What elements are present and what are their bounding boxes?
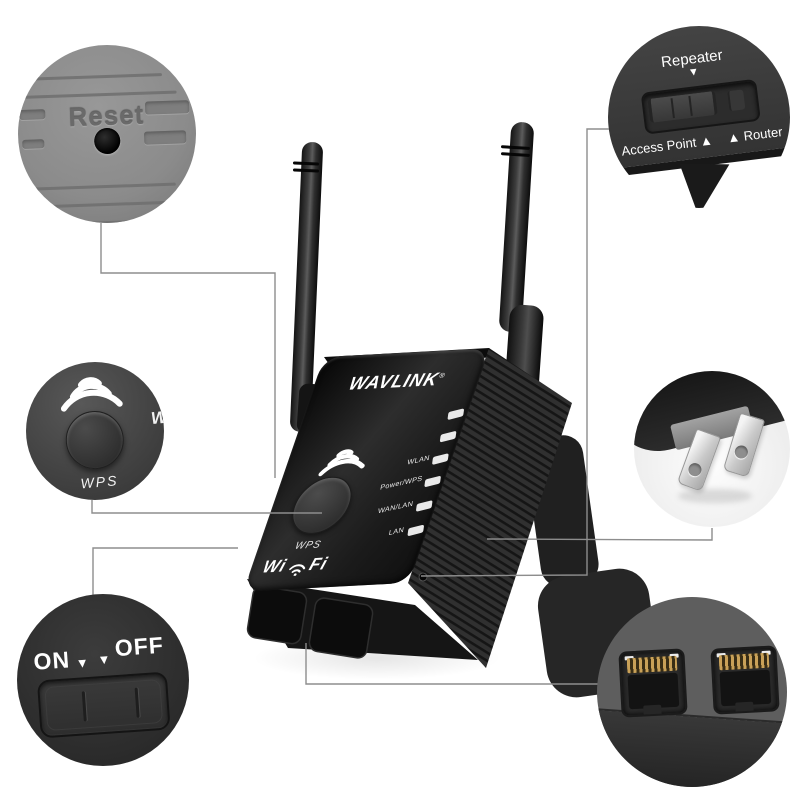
led-row-wlan: WLAN — [406, 453, 449, 467]
port-notch — [735, 701, 754, 712]
antenna-base-silhouette — [678, 163, 730, 208]
panel-groove — [31, 73, 163, 81]
wifi-signal-icon — [318, 449, 365, 477]
led-bar — [439, 430, 457, 443]
wps-label: WPS — [79, 472, 120, 492]
led-signal-bar — [439, 430, 457, 443]
port-cavity — [719, 669, 772, 707]
led-label: LAN — [388, 526, 406, 537]
led-bar — [415, 500, 433, 512]
wps-button-zoomed — [63, 408, 127, 472]
panel-slot — [22, 139, 45, 149]
led-bar — [447, 408, 465, 421]
bottom-ethernet-port-1 — [246, 585, 308, 645]
led-row-power-wps: Power/WPS — [379, 475, 442, 492]
prong-shadow — [678, 489, 752, 503]
led-row-wan-lan: WAN/LAN — [377, 500, 433, 515]
brand-logo: WAVLINK® — [346, 368, 447, 394]
wifi-wordmark: Wi Fi — [260, 553, 331, 578]
up-arrow-icon: ▲ — [698, 132, 714, 150]
mode-switch-callout-circle: Repeater ▼ Access Point ▲ ▲ Router — [608, 26, 790, 208]
led-bar — [407, 524, 425, 537]
wps-partial-letter: W — [150, 407, 164, 429]
up-arrow-icon: ▲ — [726, 129, 741, 146]
wifi-wordmark-signal-icon — [288, 564, 305, 577]
wps-callout-circle: WPS W — [26, 362, 164, 500]
wps-button-label: WPS — [293, 539, 323, 552]
port-pins — [626, 655, 678, 674]
ethernet-port — [710, 645, 780, 715]
reset-callout-circle: Reset — [18, 45, 196, 223]
wifi-wordmark-right: Fi — [306, 553, 331, 575]
panel-slot — [143, 130, 187, 145]
reset-pinhole — [93, 127, 121, 155]
side-mode-switch-hole — [418, 572, 428, 582]
port-notch — [643, 704, 662, 715]
led-bar — [431, 453, 449, 465]
mode-switch-knob — [647, 90, 718, 123]
prong-hole — [686, 461, 704, 479]
led-label: Power/WPS — [379, 475, 423, 492]
ethernet-port — [618, 648, 688, 718]
panel-groove — [33, 182, 176, 191]
mode-switch-slot — [727, 89, 746, 112]
device-front-face: WAVLINK® WPS WLAN Power/WPS WAN/LAN LAN … — [243, 348, 490, 592]
registered-mark: ® — [437, 372, 447, 381]
led-label: WAN/LAN — [377, 500, 415, 515]
off-label: OFF — [113, 631, 165, 662]
led-signal-bar — [447, 408, 465, 421]
device-edge-shadow — [597, 709, 787, 787]
right-antenna — [480, 122, 544, 461]
prong-hole — [733, 443, 750, 461]
power-slide-switch — [36, 671, 171, 739]
power-switch-callout-circle: ON OFF ▼ ▼ — [17, 594, 189, 766]
down-arrow-icon: ▼ — [97, 651, 111, 668]
led-bar — [424, 475, 442, 488]
ethernet-callout-circle — [597, 597, 787, 787]
on-label: ON — [32, 646, 71, 675]
plug-callout-line — [486, 528, 713, 541]
wifi-signal-icon — [60, 377, 123, 412]
power-switch-callout-line — [92, 547, 238, 595]
port-pins — [718, 652, 770, 671]
knob-ridge — [688, 95, 693, 116]
led-label: WLAN — [406, 454, 430, 467]
wps-button — [284, 475, 360, 536]
led-row-lan: LAN — [388, 524, 425, 537]
panel-groove — [43, 219, 164, 223]
plug-callout-circle — [634, 371, 790, 527]
panel-groove — [24, 90, 177, 99]
port-cavity — [627, 672, 680, 710]
panel-groove — [30, 200, 181, 209]
knob-ridge — [670, 98, 675, 119]
switch-inner-outline — [44, 679, 164, 732]
down-arrow-icon: ▼ — [75, 654, 90, 671]
device-shadow — [252, 636, 502, 680]
